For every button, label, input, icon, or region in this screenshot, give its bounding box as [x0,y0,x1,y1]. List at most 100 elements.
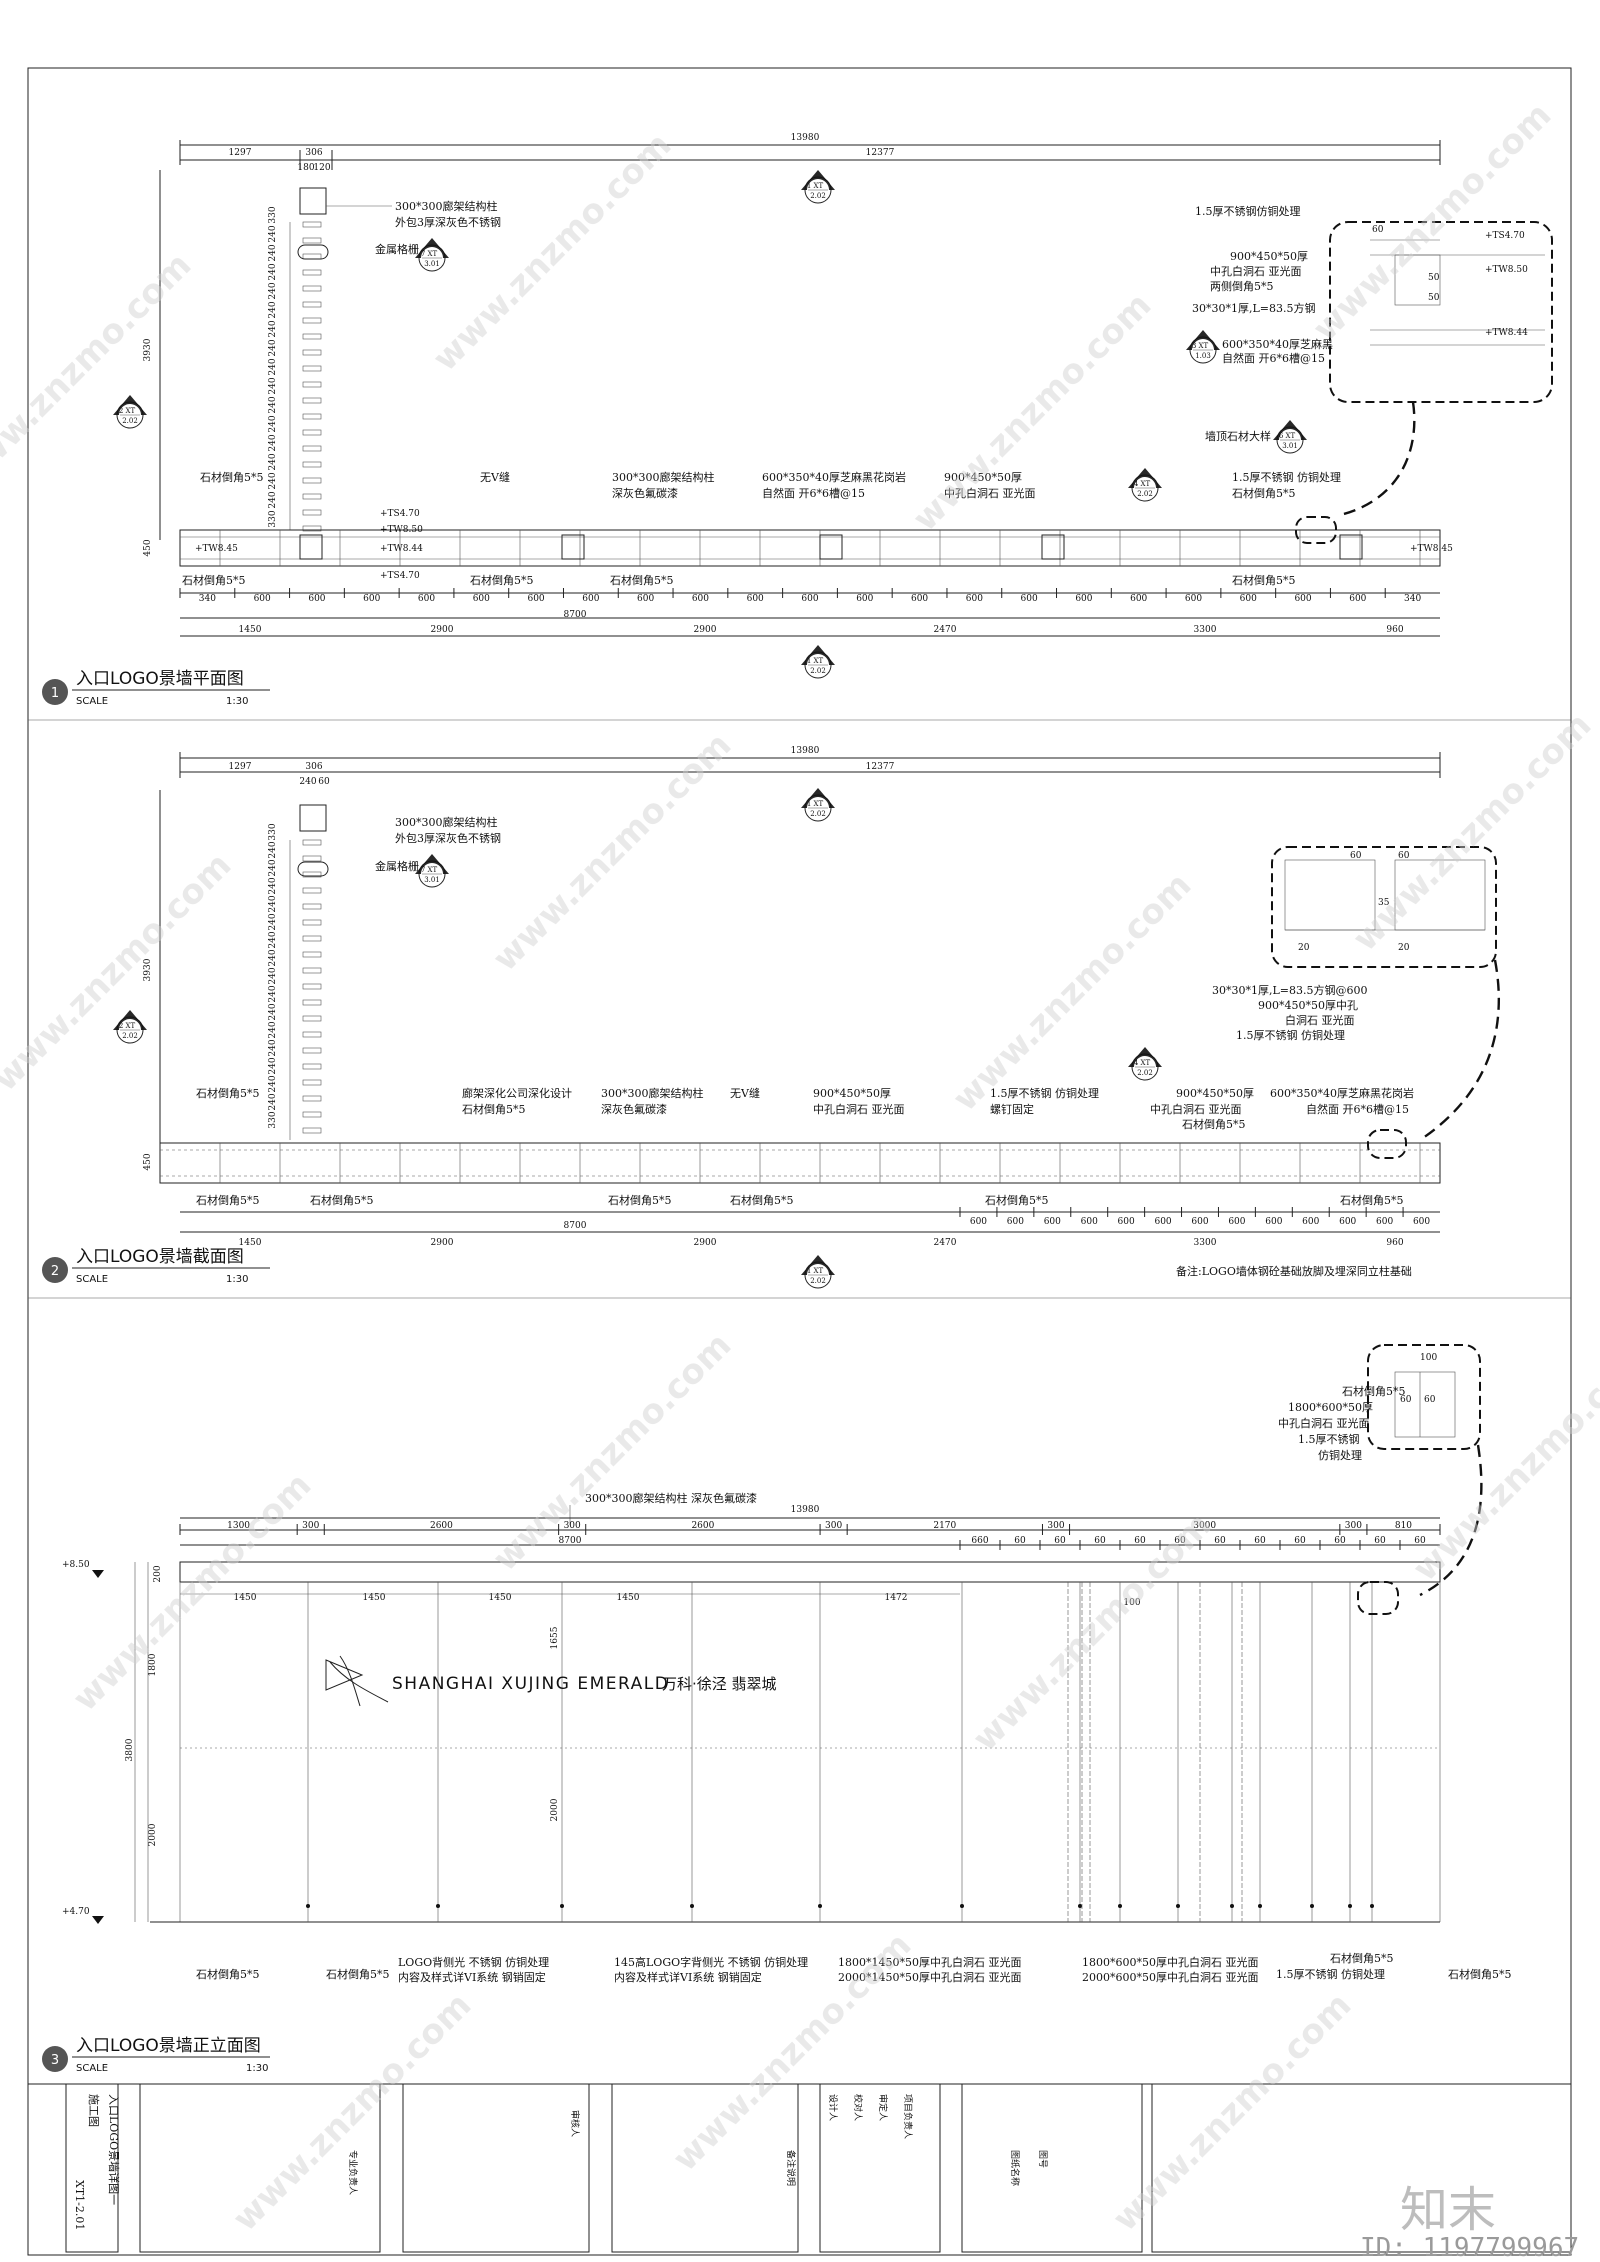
annotation: 石材倒角5*5 [1182,1117,1246,1131]
grille-bar [302,237,322,244]
dim-text: 240 [268,1021,278,1038]
dim-text: 240 [268,377,278,394]
dim-text: 240 [268,859,278,876]
dim-text: 60 [1054,1536,1066,1546]
marker-number: 4 XT [1134,1059,1151,1067]
annotation: 30*30*1厚,L=83.5方钢@600 [1212,983,1368,997]
annotation: 自然面 开6*6槽@15 [1222,351,1325,365]
logo-text: SHANGHAI XUJING EMERALD [392,1674,669,1694]
dim-text: 100 [1123,1598,1140,1608]
dim-text: 330 [268,206,278,223]
grille-bar [302,839,322,846]
annotation: 石材倒角5*5 [1342,1384,1406,1398]
dim-text: 1655 [550,1626,560,1649]
dim-text: 600 [637,594,654,604]
leader-line [1419,959,1500,1141]
dim-text: 1297 [229,762,252,772]
dim-text: 2470 [934,625,957,635]
dim-text: 3300 [1194,1238,1217,1248]
annotation: 石材倒角5*5 [310,1193,374,1207]
dim-text: 12377 [866,148,895,158]
marker-sheet: 1.03 [1195,352,1211,360]
grille-bar [302,871,322,878]
annotation: 900*450*50厚 [813,1087,891,1100]
annotation: 石材倒角5*5 [730,1193,794,1207]
marker-number: 7 XT [421,866,438,874]
grille-bar [302,1079,322,1086]
dim-text: 330 [268,1111,278,1128]
drawing-stage: 施工图 [87,2094,100,2127]
dim-text: 8700 [564,610,587,620]
dim-text: 2900 [694,625,717,635]
marker-sheet: 2.02 [810,810,826,818]
marker-sheet: 2.02 [122,1032,138,1040]
annotation: 600*350*40厚芝麻黑花岗岩 [762,470,906,484]
annotation: 深灰色氟碳漆 [601,1102,667,1116]
grille-bar [302,1063,322,1070]
dim-text: 240 [268,1075,278,1092]
annotation: 1800*600*50厚 [1288,1401,1373,1414]
annotation: 无V缝 [730,1086,760,1100]
dim-text: 240 [268,895,278,912]
watermark-text: www.znzmo.com [485,1325,739,1579]
watermark-text: www.znzmo.com [225,1985,479,2239]
dim-text: 1450 [239,1238,262,1248]
annotation: 900*450*50厚中孔 [1258,999,1358,1012]
dim-text: 240 [268,913,278,930]
annotation: 螺钉固定 [990,1102,1034,1116]
dim-text: 2170 [933,1521,956,1531]
annotation: 石材倒角5*5 [462,1102,526,1116]
grille-bar [302,333,322,340]
marker-number: 1 XT [807,182,824,190]
marker-sheet: 2.02 [1137,1069,1153,1077]
annotation: 石材倒角5*5 [196,1967,260,1981]
drawing-title: 入口LOGO景墙截面图 [76,1247,244,1267]
annotation: 900*450*50厚 [944,471,1022,484]
level-mark: +4.70 [62,1907,90,1917]
dim-text: 600 [473,594,490,604]
dim-text: 240 [268,263,278,280]
dim-text: 300 [302,1521,319,1531]
marker-number: 2 XT [119,1022,136,1030]
annotation: 石材倒角5*5 [470,573,534,587]
dim-text: 1297 [229,148,252,158]
brand-logo-mark [325,1655,389,1707]
title-block: 入口LOGO景墙详图一 施工图 XT1-2.01 专业负责人 审核人 备注说明 … [65,2083,1572,2253]
grille-bar [302,1095,322,1102]
dim-text: 600 [1007,1217,1024,1227]
dim-text: 600 [527,594,544,604]
dim-text: 60 [1400,1395,1412,1405]
dim-text: 600 [1302,1217,1319,1227]
wall-plan [179,529,1441,567]
dim-text: 240 [268,877,278,894]
dim-text: 60 [1254,1536,1266,1546]
grille-bar [302,461,322,468]
dim-text: 1450 [239,625,262,635]
annotation: 1.5厚不锈钢 仿铜处理 [990,1086,1099,1100]
dim-text: 3800 [125,1738,135,1761]
watermark-text: www.znzmo.com [0,845,239,1099]
watermark-text: www.znzmo.com [485,725,739,979]
grille-bar [302,285,322,292]
dim-text: 8700 [564,1221,587,1231]
detail-cloud [1329,221,1553,403]
annotation: 1.5厚不锈钢 仿铜处理 [1232,470,1341,484]
annotation: 无V缝 [480,470,510,484]
watermark-text: www.znzmo.com [65,1465,319,1719]
annotation: 石材倒角5*5 [608,1193,672,1207]
field-label: 设计人 [827,2094,839,2121]
grille-bar [302,999,322,1006]
grille-bar [302,855,322,862]
annotation: 内容及样式详VI系统 钢销固定 [398,1970,546,1984]
dim-text: 13980 [791,133,820,143]
annotation: 墙顶石材大样 [1205,429,1271,443]
dim-text: 600 [1413,1217,1430,1227]
elevation-tag: +TS4.70 [1485,231,1525,241]
grille-bar [302,269,322,276]
drawing-number-badge [42,679,68,705]
grille-bar [302,1047,322,1054]
dim-text: 340 [1404,594,1421,604]
annotation: 600*350*40厚芝麻黑花岗岩 [1270,1086,1414,1100]
